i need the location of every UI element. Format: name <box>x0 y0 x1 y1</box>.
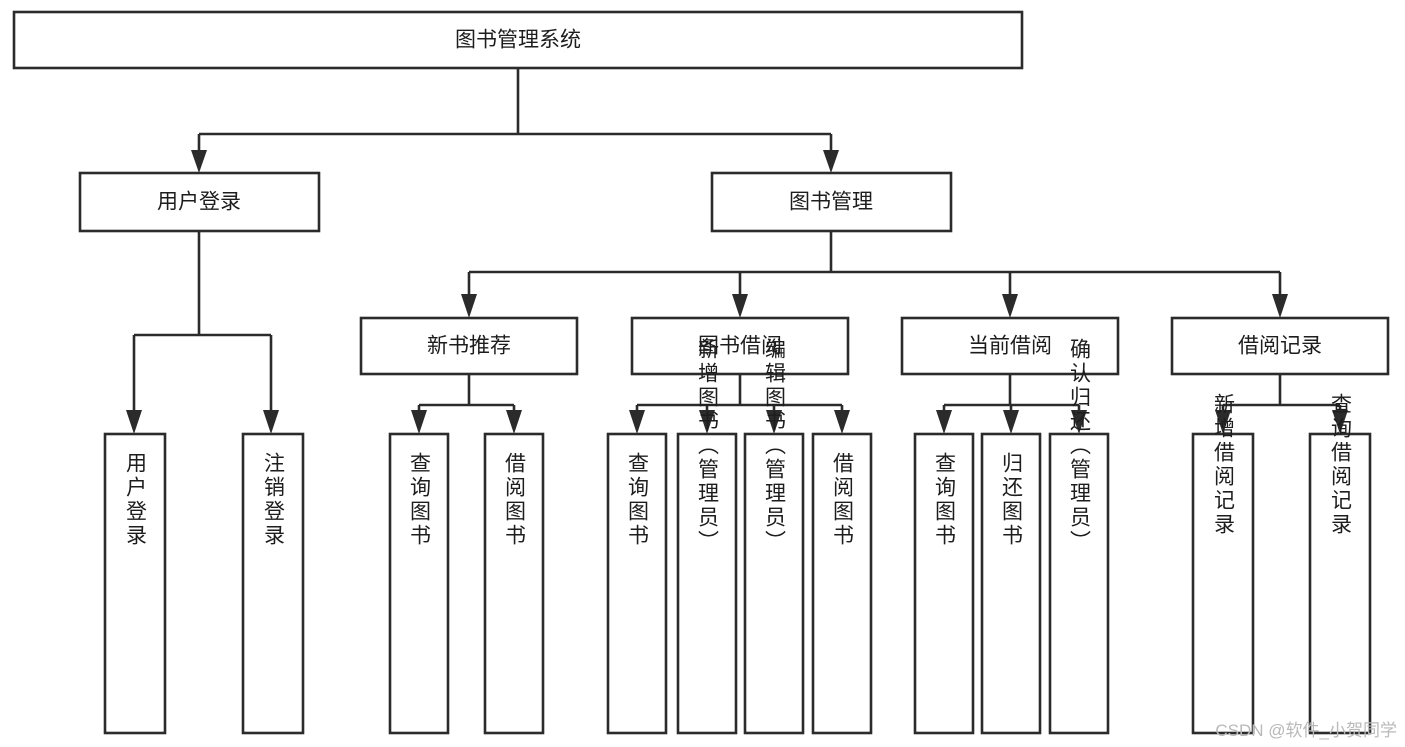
node-leaf-user-login[interactable]: 用户登录 <box>103 432 167 735</box>
node-leaf-add-book[interactable]: 新增图书（管理员） <box>676 338 738 735</box>
node-borrow-record-label: 借阅记录 <box>1238 335 1322 358</box>
node-leaf-add-book-label: 新增图书（管理员） <box>696 338 720 554</box>
node-current-borrow-label: 当前借阅 <box>968 335 1052 358</box>
node-root-box[interactable] <box>12 10 1024 70</box>
node-leaf-return-book-label: 归还图书 <box>1000 452 1024 548</box>
node-leaf-user-login-box[interactable] <box>103 432 167 735</box>
node-user-login[interactable]: 用户登录 <box>78 171 321 233</box>
node-leaf-add-book-box[interactable] <box>676 432 738 735</box>
node-root[interactable]: 图书管理系统 <box>12 10 1024 70</box>
arrow-to-leaf-query-book-1 <box>411 410 427 434</box>
node-leaf-query-book-3[interactable]: 查询图书 <box>913 432 975 735</box>
node-leaf-add-record-label: 新增借阅记录 <box>1212 393 1236 537</box>
node-leaf-query-book-2-box[interactable] <box>606 432 668 735</box>
node-leaf-confirm-return-box[interactable] <box>1048 432 1110 735</box>
node-leaf-borrow-book-2-box[interactable] <box>811 432 873 735</box>
node-leaf-edit-book[interactable]: 编辑图书（管理员） <box>743 338 805 735</box>
node-current-borrow[interactable]: 当前借阅 <box>900 316 1120 376</box>
node-leaf-borrow-book-2-label: 借阅图书 <box>831 452 855 548</box>
arrow-to-leaf-query-record <box>1332 410 1348 434</box>
arrow-to-current-borrow <box>1002 294 1018 318</box>
node-borrow-record[interactable]: 借阅记录 <box>1170 316 1390 376</box>
node-leaf-confirm-return[interactable]: 确认归还（管理员） <box>1048 338 1110 735</box>
node-leaf-query-book-1-label: 查询图书 <box>408 452 432 548</box>
node-leaf-query-book-3-label: 查询图书 <box>933 452 957 548</box>
node-new-book-rec-label: 新书推荐 <box>427 335 511 358</box>
node-leaf-edit-book-box[interactable] <box>743 432 805 735</box>
node-leaf-query-book-1[interactable]: 查询图书 <box>388 432 450 735</box>
node-leaf-query-record-box[interactable] <box>1308 432 1372 735</box>
arrow-to-leaf-user-logout <box>263 410 279 434</box>
arrow-to-leaf-user-login <box>126 410 142 434</box>
node-leaf-add-record[interactable]: 新增借阅记录 <box>1191 393 1255 735</box>
arrow-to-book-borrow <box>732 294 748 318</box>
node-leaf-query-book-2[interactable]: 查询图书 <box>606 432 668 735</box>
node-leaf-query-book-2-label: 查询图书 <box>626 452 650 548</box>
arrow-to-new-book-rec <box>461 294 477 318</box>
arrow-to-leaf-return-book <box>1003 410 1019 434</box>
node-leaf-return-book[interactable]: 归还图书 <box>980 432 1042 735</box>
node-user-login-label: 用户登录 <box>157 191 241 214</box>
node-book-manage-label: 图书管理 <box>789 191 873 214</box>
node-leaf-add-record-box[interactable] <box>1191 432 1255 735</box>
node-leaf-borrow-book-2[interactable]: 借阅图书 <box>811 432 873 735</box>
node-leaf-edit-book-label: 编辑图书（管理员） <box>763 338 787 554</box>
arrow-to-leaf-query-book-2 <box>629 410 645 434</box>
arrow-to-leaf-add-record <box>1215 410 1231 434</box>
node-root-label: 图书管理系统 <box>455 29 581 52</box>
node-leaf-borrow-book-1-label: 借阅图书 <box>503 452 527 548</box>
node-leaf-borrow-book-1[interactable]: 借阅图书 <box>483 432 545 735</box>
node-leaf-user-login-label: 用户登录 <box>124 452 148 548</box>
node-leaf-query-record-label: 查询借阅记录 <box>1329 393 1353 537</box>
node-new-book-rec[interactable]: 新书推荐 <box>359 316 579 376</box>
node-leaf-query-record[interactable]: 查询借阅记录 <box>1308 393 1372 735</box>
node-book-borrow-box[interactable] <box>630 316 850 376</box>
node-current-borrow-box[interactable] <box>900 316 1120 376</box>
node-book-borrow-label: 图书借阅 <box>698 335 782 358</box>
arrow-to-leaf-borrow-book-2 <box>834 410 850 434</box>
arrow-to-book-manage <box>823 150 839 173</box>
arrow-to-leaf-add-book <box>699 410 715 434</box>
arrow-to-user-login <box>191 150 207 173</box>
node-leaf-query-book-1-box[interactable] <box>388 432 450 735</box>
node-leaf-user-logout[interactable]: 注销登录 <box>241 432 305 735</box>
node-leaf-borrow-book-1-box[interactable] <box>483 432 545 735</box>
node-leaf-user-logout-box[interactable] <box>241 432 305 735</box>
node-leaf-return-book-box[interactable] <box>980 432 1042 735</box>
arrow-to-leaf-borrow-book-1 <box>506 410 522 434</box>
node-book-manage-box[interactable] <box>710 171 953 233</box>
node-leaf-confirm-return-label: 确认归还（管理员） <box>1068 338 1092 554</box>
node-borrow-record-box[interactable] <box>1170 316 1390 376</box>
node-leaf-user-logout-label: 注销登录 <box>262 452 286 548</box>
node-leaf-query-book-3-box[interactable] <box>913 432 975 735</box>
arrow-to-borrow-record <box>1272 294 1288 318</box>
node-new-book-rec-box[interactable] <box>359 316 579 376</box>
arrow-to-leaf-query-book-3 <box>936 410 952 434</box>
arrow-to-leaf-edit-book <box>766 410 782 434</box>
arrow-to-leaf-confirm-return <box>1071 410 1087 434</box>
node-book-borrow[interactable]: 图书借阅 <box>630 316 850 376</box>
node-book-manage[interactable]: 图书管理 <box>710 171 953 233</box>
